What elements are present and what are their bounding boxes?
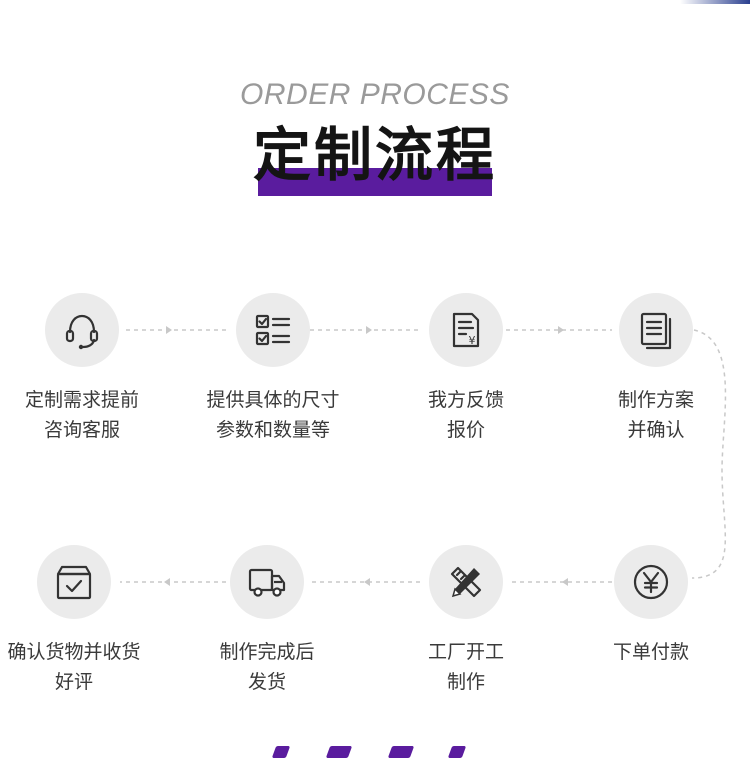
- step-icon-circle: [614, 545, 688, 619]
- svg-text:¥: ¥: [469, 334, 476, 347]
- step-provide-specs: 提供具体的尺寸 参数和数量等: [183, 293, 363, 445]
- step-icon-circle: [236, 293, 310, 367]
- step-label: 确认货物并收货 好评: [0, 637, 164, 697]
- step-quote: ¥ 我方反馈 报价: [376, 293, 556, 445]
- step-label: 制作完成后 发货: [177, 637, 357, 697]
- title-highlight-bar: [258, 168, 492, 196]
- step-label: 制作方案 并确认: [566, 385, 746, 445]
- step-label-line1: 下单付款: [612, 641, 689, 663]
- yen-coin-icon: [633, 564, 669, 600]
- step-label-line1: 确认货物并收货: [7, 641, 141, 663]
- pencil-ruler-icon: [450, 566, 482, 598]
- step-label-line2: 参数和数量等: [215, 419, 330, 441]
- step-icon-circle: [37, 545, 111, 619]
- step-label-line2: 咨询客服: [43, 419, 120, 441]
- step-label-line2: 好评: [54, 671, 93, 693]
- step-receive: 确认货物并收货 好评: [0, 545, 164, 697]
- step-label-line2: 发货: [247, 671, 286, 693]
- step-label-line1: 提供具体的尺寸: [206, 389, 340, 411]
- price-document-icon: ¥: [452, 312, 480, 348]
- step-label-line1: 定制需求提前: [24, 389, 139, 411]
- step-label-line1: 制作完成后: [219, 641, 315, 663]
- step-icon-circle: [45, 293, 119, 367]
- step-production: 工厂开工 制作: [376, 545, 556, 697]
- step-label-line1: 工厂开工: [427, 641, 504, 663]
- step-label: 工厂开工 制作: [376, 637, 556, 697]
- step-label-line2: 报价: [446, 419, 485, 441]
- step-label: 定制需求提前 咨询客服: [0, 385, 172, 445]
- step-icon-circle: [619, 293, 693, 367]
- step-icon-circle: [429, 545, 503, 619]
- step-label: 我方反馈 报价: [376, 385, 556, 445]
- bottom-decoration: [270, 742, 480, 758]
- step-label: 提供具体的尺寸 参数和数量等: [183, 385, 363, 445]
- step-label-line2: 制作: [446, 671, 485, 693]
- step-ship: 制作完成后 发货: [177, 545, 357, 697]
- step-plan: 制作方案 并确认: [566, 293, 746, 445]
- english-heading: ORDER PROCESS: [240, 78, 510, 111]
- checklist-icon: [255, 314, 291, 346]
- step-label-line2: 并确认: [627, 419, 685, 441]
- title-block: 定制流程: [0, 122, 750, 204]
- page-title: 定制流程: [252, 121, 497, 189]
- box-check-icon: [56, 565, 92, 600]
- step-label-line1: 制作方案: [617, 389, 694, 411]
- document-stack-icon: [640, 312, 672, 350]
- truck-icon: [248, 568, 286, 597]
- top-accent-bar: [680, 0, 750, 4]
- step-label-line1: 我方反馈: [427, 389, 504, 411]
- step-label: 下单付款: [561, 637, 741, 667]
- headset-icon: [65, 314, 99, 350]
- step-icon-circle: [230, 545, 304, 619]
- step-consult: 定制需求提前 咨询客服: [0, 293, 172, 445]
- step-payment: 下单付款: [561, 545, 741, 667]
- step-icon-circle: ¥: [429, 293, 503, 367]
